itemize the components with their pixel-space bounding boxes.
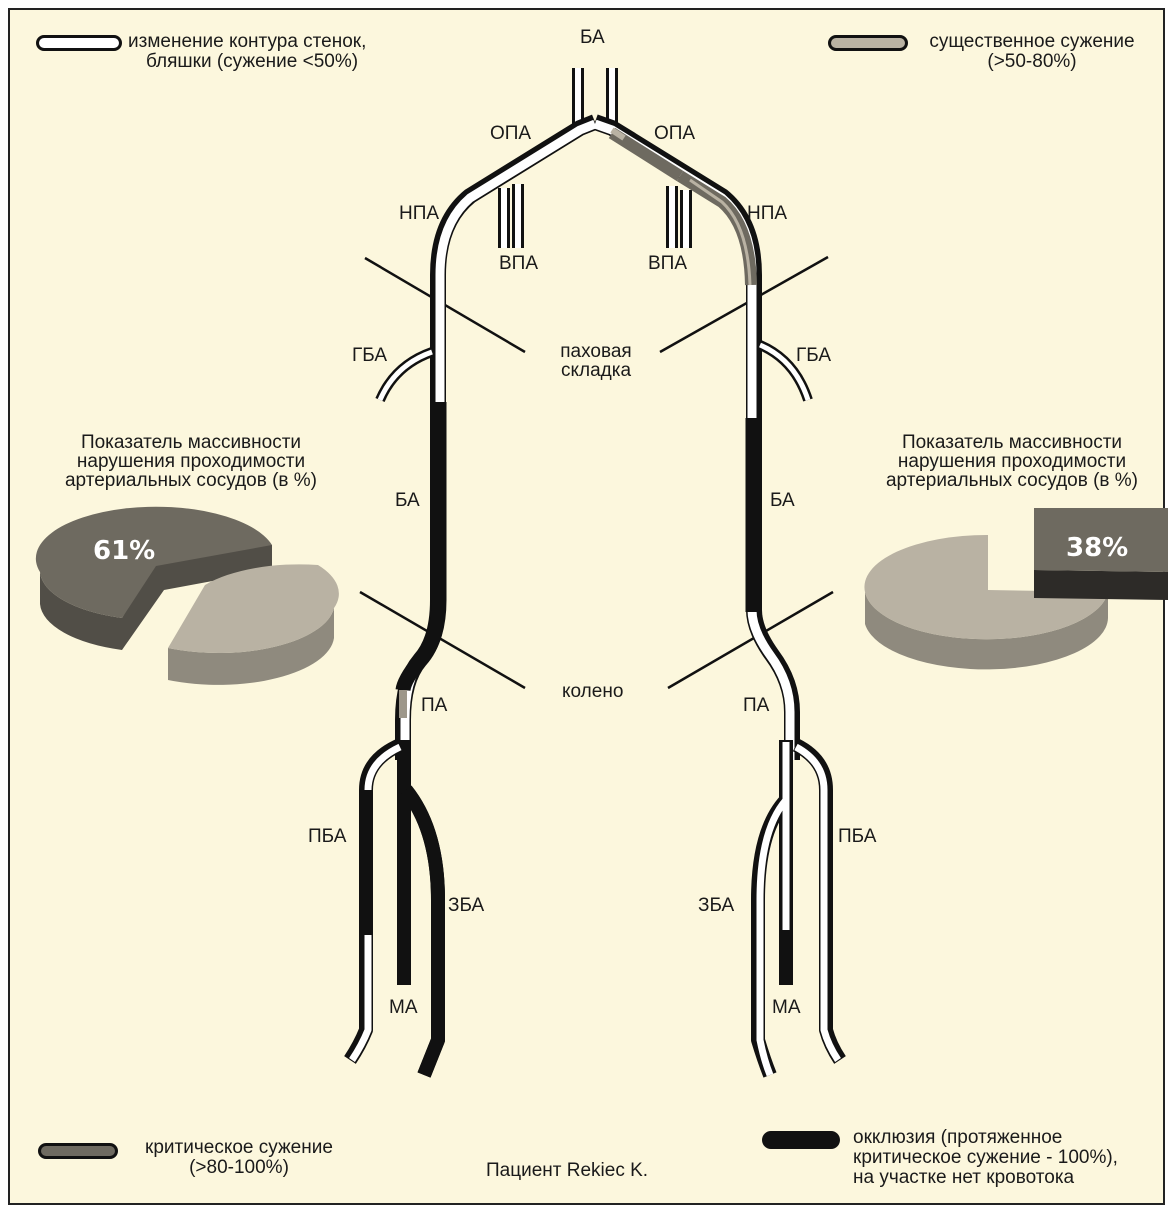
legend-swatch-significant bbox=[828, 35, 908, 51]
right-gba-label: ГБА bbox=[796, 345, 831, 366]
knee-label: колено bbox=[562, 681, 623, 702]
right-pba-label: ПБА bbox=[838, 826, 876, 847]
left-npa-label: НПА bbox=[399, 203, 439, 224]
pie-chart-left bbox=[36, 507, 339, 685]
pie-right-slice-main-side bbox=[1034, 570, 1168, 600]
right-vpa-label: ВПА bbox=[648, 253, 687, 274]
right-anterior-tibial bbox=[796, 745, 840, 1060]
right-index-title: Показатель массивности нарушения проходи… bbox=[857, 433, 1167, 490]
right-opa-label: ОПА bbox=[654, 123, 695, 144]
left-index-title: Показатель массивности нарушения проходи… bbox=[36, 433, 346, 490]
legend-swatch-critical bbox=[38, 1143, 118, 1159]
pie-left-value-label: 61% bbox=[93, 536, 155, 566]
left-deep-femoral bbox=[380, 352, 432, 400]
aorta-label: БА bbox=[580, 27, 605, 48]
legend-occlusion-text: окклюзия (протяженное критическое сужени… bbox=[853, 1128, 1118, 1188]
left-vpa-label: ВПА bbox=[499, 253, 538, 274]
legend-swatch-occlusion bbox=[762, 1131, 840, 1149]
left-pa-label: ПА bbox=[421, 695, 447, 716]
legend-significant-text: существенное сужение (>50-80%) bbox=[916, 32, 1148, 72]
legend-plaques-text: изменение контура стенок, бляшки (сужени… bbox=[128, 32, 366, 72]
pie-right-value-label: 38% bbox=[1066, 533, 1128, 563]
left-opa-label: ОПА bbox=[490, 123, 531, 144]
left-ma-label: МА bbox=[389, 997, 418, 1018]
left-zba-label: ЗБА bbox=[448, 895, 484, 916]
right-ba-label: БА bbox=[770, 490, 795, 511]
right-ma-label: МА bbox=[772, 997, 801, 1018]
left-ba-label: БА bbox=[395, 490, 420, 511]
pathology-overlays bbox=[366, 130, 786, 1075]
legend-swatch-plaques bbox=[36, 35, 122, 51]
patient-name: Пациент Rekiec K. bbox=[486, 1160, 648, 1181]
right-pa-label: ПА bbox=[743, 695, 769, 716]
right-npa-label: НПА bbox=[747, 203, 787, 224]
left-pba-label: ПБА bbox=[308, 826, 346, 847]
left-femoral-occlusion bbox=[403, 402, 439, 690]
left-gba-label: ГБА bbox=[352, 345, 387, 366]
groin-fold-label: паховая складка bbox=[546, 342, 646, 380]
legend-critical-text: критическое сужение (>80-100%) bbox=[124, 1138, 354, 1178]
right-zba-label: ЗБА bbox=[698, 895, 734, 916]
